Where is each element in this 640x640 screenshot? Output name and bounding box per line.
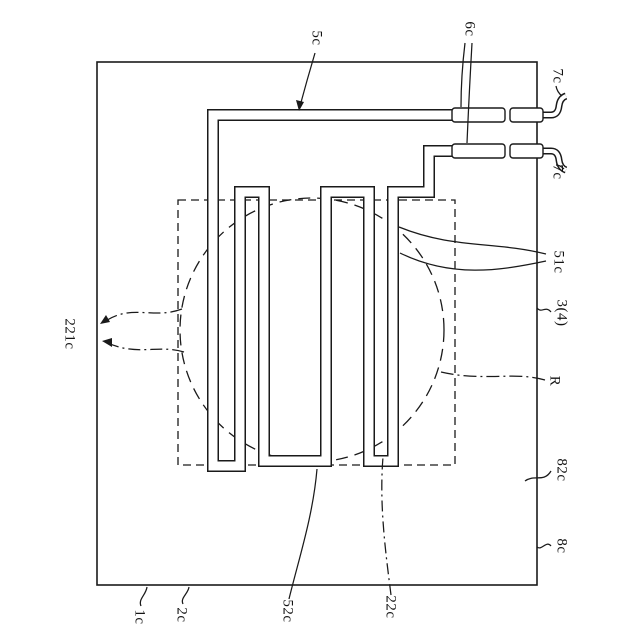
arrowhead-221c-b <box>102 338 112 347</box>
leader-R <box>440 371 546 381</box>
leader-7c-top <box>555 85 563 97</box>
leader-52c <box>288 468 318 600</box>
label-51c: 51c <box>550 250 567 274</box>
leader-5c <box>299 52 316 107</box>
label-7c-top: 7c <box>549 68 566 84</box>
leader-8c <box>536 543 552 549</box>
leader-6c-b <box>466 42 473 144</box>
label-1c: 1c <box>131 609 148 625</box>
leader-1c <box>139 586 148 607</box>
lead-wire-top-fill <box>540 94 567 117</box>
leader-51c-b <box>399 252 547 271</box>
leader-3-4 <box>536 307 552 313</box>
label-3-4: 3(4) <box>553 299 570 327</box>
label-7c-bottom: 7c <box>549 164 566 180</box>
heater-trace-outline <box>207 109 452 472</box>
label-5c: 5c <box>308 30 325 46</box>
leader-221c-b <box>105 341 185 353</box>
label-52c: 52c <box>279 599 296 623</box>
label-82c: 82c <box>553 458 570 482</box>
arrowhead-221c-a <box>100 315 110 324</box>
label-R: R <box>546 375 563 387</box>
leader-2c <box>181 586 190 605</box>
wafer-dashed-circle <box>179 197 445 463</box>
leader-51c-a <box>398 226 547 255</box>
label-2c: 2c <box>173 607 190 623</box>
label-221c: 221c <box>61 318 78 350</box>
heater-trace-fill <box>208 110 452 471</box>
leader-82c <box>524 470 552 482</box>
region-dashed-rect <box>177 199 456 466</box>
terminal-top-inner <box>451 107 506 123</box>
label-22c: 22c <box>382 595 399 619</box>
label-8c: 8c <box>553 538 570 554</box>
leader-221c-a <box>103 308 183 323</box>
leader-7c-bottom <box>555 164 565 170</box>
arrowhead-5c <box>296 100 304 111</box>
terminal-bottom-outer <box>509 143 544 159</box>
label-6c: 6c <box>461 21 478 37</box>
leader-6c-a <box>460 42 466 108</box>
terminal-top-outer <box>509 107 544 123</box>
substrate-outline <box>96 61 538 586</box>
leader-22c <box>381 456 392 596</box>
terminal-bottom-inner <box>451 143 506 159</box>
